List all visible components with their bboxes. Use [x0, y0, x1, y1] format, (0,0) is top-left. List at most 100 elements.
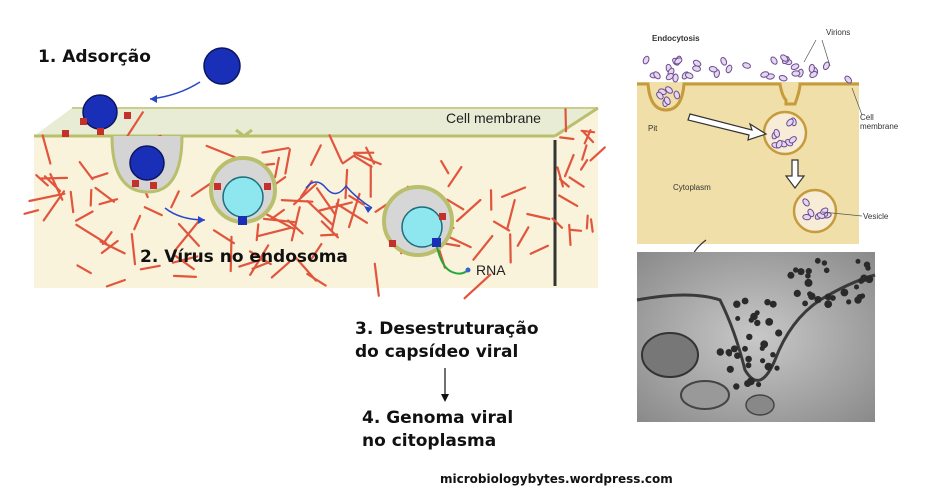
rna-label: RNA	[476, 262, 506, 278]
fiber	[501, 186, 527, 198]
fiber	[356, 153, 382, 166]
flow-arrow-2	[784, 159, 806, 189]
fiber	[564, 107, 568, 133]
virion	[708, 65, 718, 73]
fiber	[74, 210, 94, 222]
micrograph-virion	[745, 362, 752, 369]
free-virus	[203, 47, 241, 85]
virion	[665, 86, 673, 94]
virion	[720, 57, 728, 66]
fiber	[269, 208, 285, 221]
micrograph-virion	[865, 275, 874, 284]
virion	[742, 62, 751, 69]
virion	[760, 71, 770, 78]
micrograph-virion	[774, 365, 780, 371]
virion	[786, 118, 794, 127]
fiber	[373, 262, 380, 297]
cell-membrane-label-right-1: Cell	[860, 113, 874, 122]
arrow-endosome-travel	[305, 181, 373, 209]
fiber	[318, 201, 353, 212]
micrograph-virion	[814, 296, 822, 304]
fiber	[320, 233, 339, 237]
fiber	[568, 223, 572, 246]
virion-particles	[642, 54, 853, 221]
virion	[780, 54, 789, 62]
virion	[674, 57, 683, 65]
virion	[788, 136, 797, 144]
micrograph-virion	[805, 268, 812, 275]
fiber	[589, 146, 606, 162]
micrograph-virion	[859, 293, 866, 299]
micrograph-virion	[824, 300, 833, 308]
fiber	[98, 198, 119, 206]
fiber	[472, 235, 494, 261]
fiber	[69, 190, 75, 214]
credit-text: microbiologybytes.wordpress.com	[440, 472, 673, 486]
fiber	[170, 190, 180, 209]
fiber	[171, 255, 199, 264]
cell-membrane-label: Cell membrane	[446, 110, 541, 126]
micrograph-virion	[746, 333, 753, 341]
fiber	[310, 242, 323, 260]
fiber	[516, 226, 530, 247]
micrograph-virion	[716, 348, 724, 356]
fiber	[556, 166, 565, 188]
fiber	[23, 209, 40, 215]
fiber	[557, 194, 579, 207]
fiber	[579, 159, 589, 171]
rna-strand	[436, 246, 469, 275]
fiber	[526, 212, 551, 221]
fiber	[284, 148, 291, 175]
fiber	[335, 202, 369, 224]
flow-arrow-1	[687, 113, 768, 141]
fiber	[456, 198, 482, 223]
fiber	[130, 233, 137, 266]
virion	[653, 71, 661, 80]
fiber	[94, 186, 116, 203]
uncoating-capsid-2	[401, 206, 443, 248]
micrograph-virion	[754, 310, 760, 316]
micrograph-virion	[805, 273, 811, 279]
cell-membrane-label-right-2: membrane	[860, 122, 899, 131]
fiber	[581, 144, 588, 161]
fiber	[328, 134, 343, 164]
fiber	[174, 220, 200, 251]
vesicle-label: Vesicle	[863, 212, 889, 221]
fiber	[261, 147, 290, 154]
fiber	[255, 223, 260, 242]
fiber	[262, 217, 297, 224]
fiber	[293, 182, 318, 206]
micrograph-virion	[742, 345, 748, 352]
fiber	[365, 146, 376, 165]
fiber	[249, 244, 270, 276]
fiber	[583, 129, 592, 145]
virion	[808, 63, 815, 73]
step-4-label-line1: 4. Genoma viral	[362, 408, 514, 428]
receptors	[62, 112, 157, 189]
fiber	[212, 229, 236, 245]
micrograph-virion	[733, 383, 740, 390]
virion	[673, 90, 681, 100]
fiber	[28, 192, 66, 203]
micrograph-virion	[821, 260, 828, 266]
fiber	[76, 264, 92, 275]
micrograph-virion	[787, 271, 795, 279]
virion	[844, 75, 853, 84]
micrograph-virion	[824, 293, 832, 301]
fiber	[78, 161, 94, 181]
fiber	[344, 168, 349, 200]
virion	[775, 139, 783, 149]
micrograph-virion	[748, 317, 754, 323]
fiber	[463, 273, 492, 300]
virions-label: Virions	[826, 28, 851, 37]
micrograph-virion	[730, 345, 738, 353]
micrograph-virion	[745, 355, 752, 363]
fiber	[589, 218, 594, 233]
fiber	[274, 156, 280, 179]
micrograph-virion	[840, 288, 849, 297]
micrograph-virion	[793, 267, 799, 273]
virion	[656, 91, 664, 100]
fiber	[174, 254, 195, 271]
